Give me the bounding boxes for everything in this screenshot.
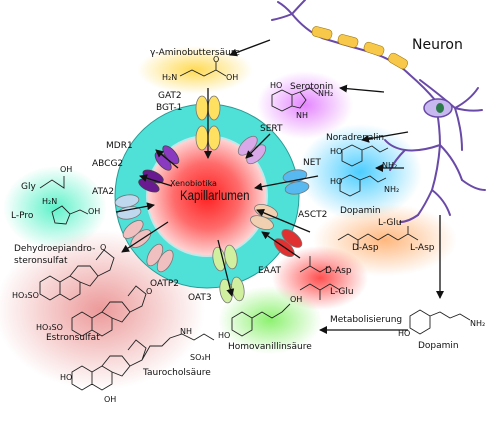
- dopamin-a-label: Dopamin: [340, 206, 381, 216]
- atom-serotonin-nh: NH: [296, 111, 308, 120]
- atom-nor-nh2: NH₂: [382, 161, 398, 170]
- xenobiotika-label: Xenobiotika: [170, 179, 217, 188]
- atom-serotonin-nh2: NH₂: [318, 89, 334, 98]
- catecholamine-glow: [298, 124, 422, 220]
- lglu-1-label: L-Glu: [378, 218, 402, 228]
- lpro-label: L-Pro: [11, 211, 34, 221]
- lasp-label: L-Asp: [410, 243, 435, 253]
- noradrenalin-label: Noradrenalin: [326, 133, 385, 143]
- dasp-2-label: D-Asp: [325, 266, 352, 276]
- atom-estron-ho3so: HO₃SO: [36, 323, 63, 332]
- metabolisierung-label: Metabolisierung: [330, 315, 403, 325]
- transport-arrows: [115, 39, 444, 334]
- gly-label: Gly: [21, 182, 36, 192]
- atom-serotonin-ho: HO: [270, 81, 283, 90]
- neuron-label: Neuron: [412, 37, 463, 53]
- bgt1-label: BGT-1: [156, 103, 183, 113]
- net-label: NET: [303, 158, 321, 168]
- kapillarlumen-title: Kapillarlumen: [180, 187, 250, 203]
- transporter-oat3: [212, 244, 238, 272]
- structural-formulas: [39, 62, 471, 391]
- ata2-label: ATA2: [92, 187, 115, 197]
- atom-dopa-nh2: NH₂: [384, 185, 400, 194]
- dopamin-b-label: Dopamin: [418, 341, 459, 351]
- oat3-label: OAT3: [188, 293, 212, 303]
- neuron-axon-myelin: [311, 26, 408, 70]
- estronsulfat-label: Estronsulfat: [46, 333, 100, 343]
- atom-hva-ho: HO: [218, 331, 231, 340]
- atom-dopb-ho: HO: [398, 329, 411, 338]
- atom-tauro-so3h: SO₃H: [190, 353, 211, 362]
- atom-dhea-ho3so: HO₃SO: [12, 291, 39, 300]
- atom-hva-oh: OH: [290, 295, 303, 304]
- atom-estron-o: O: [146, 287, 153, 296]
- atom-tauro-ho: HO: [60, 373, 73, 382]
- asct2-label: ASCT2: [298, 210, 328, 220]
- sert-label: SERT: [260, 124, 283, 134]
- atom-gaba-h2n: H₂N: [162, 73, 178, 82]
- atom-pro-oh: OH: [88, 207, 101, 216]
- abcg2-label: ABCG2: [92, 159, 124, 169]
- gaba-glow: [137, 46, 253, 94]
- serotonin-glow: [257, 71, 353, 139]
- mdr1-label: MDR1: [106, 141, 133, 151]
- gaba-label: γ-Aminobuttersäure: [150, 48, 240, 58]
- eaat-label: EAAT: [258, 266, 282, 276]
- gly-pro-glow: [3, 166, 107, 250]
- dhea-label-2: steronsulfat: [14, 256, 68, 266]
- gat2-label: GAT2: [158, 91, 182, 101]
- atom-tauro-oh: OH: [104, 395, 117, 404]
- taurocholsaeure-label: Taurocholsäure: [143, 368, 211, 378]
- atom-nor-ho: HO: [330, 147, 343, 156]
- atom-tauro-nh: NH: [180, 327, 192, 336]
- dhea-label-1: Dehydroepiandro-: [14, 244, 96, 254]
- atom-gaba-o: O: [213, 55, 220, 64]
- atom-gly-h2n: H₂N: [42, 197, 58, 206]
- atom-dopb-nh2: NH₂: [470, 319, 486, 328]
- hva-glow: [218, 286, 322, 354]
- transporter-abcg2: [138, 169, 164, 193]
- transporter-asct2: [250, 203, 278, 231]
- dasp-1-label: D-Asp: [352, 243, 379, 253]
- serotonin-label: Serotonin: [290, 82, 334, 92]
- atom-gly-oh: OH: [60, 165, 73, 174]
- oatp2-label: OATP2: [150, 279, 180, 289]
- atom-dopa-ho: HO: [330, 177, 343, 186]
- neuron-nucleus: [436, 103, 444, 113]
- atom-gaba-oh: OH: [226, 73, 239, 82]
- homovanillinsaeure-label: Homovanillinsäure: [228, 342, 312, 352]
- transporter-sert: [237, 135, 267, 165]
- lglu-2-label: L-Glu: [330, 287, 354, 297]
- atom-dhea-o: O: [100, 243, 107, 252]
- transporter-oatp2-b: [146, 243, 174, 273]
- transporter-ata2: [114, 194, 142, 220]
